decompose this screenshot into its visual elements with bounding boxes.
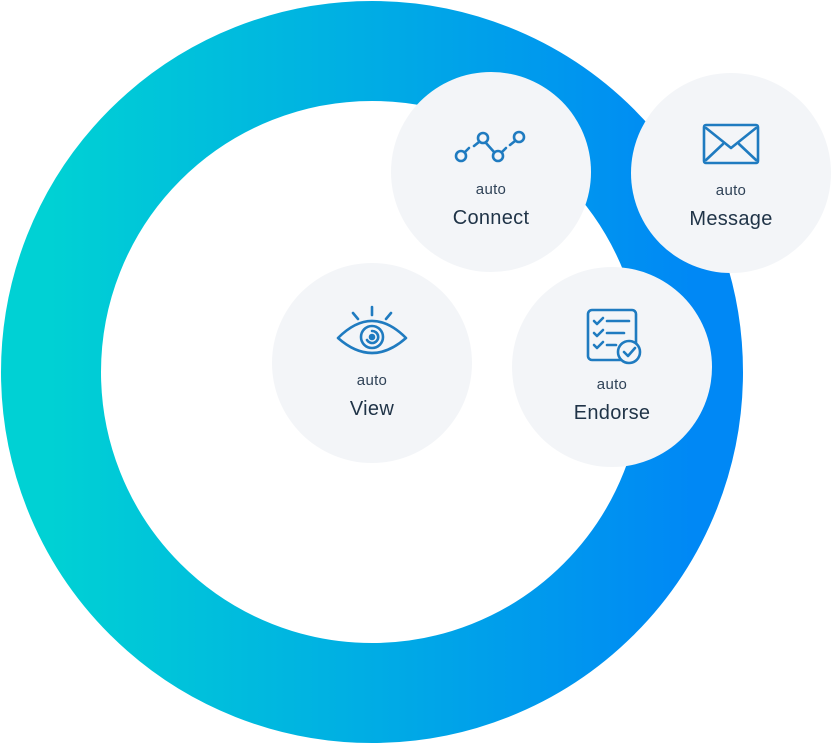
message-node[interactable]: auto Message: [631, 73, 831, 273]
endorse-node[interactable]: auto Endorse: [512, 267, 712, 467]
endorse-sub-label: auto: [596, 376, 628, 393]
connect-sub-label: auto: [475, 181, 507, 198]
envelope-icon: [693, 114, 769, 172]
connect-node[interactable]: auto Connect: [391, 72, 591, 272]
view-node[interactable]: auto View: [272, 263, 472, 463]
message-sub-label: auto: [715, 182, 747, 199]
message-label: Message: [689, 208, 773, 230]
view-sub-label: auto: [356, 372, 388, 389]
checklist-icon: [574, 308, 650, 366]
endorse-label: Endorse: [573, 402, 651, 424]
connection-graph-icon: [453, 113, 529, 171]
connect-label: Connect: [452, 207, 530, 229]
view-label: View: [349, 398, 395, 420]
eye-icon: [334, 304, 410, 362]
